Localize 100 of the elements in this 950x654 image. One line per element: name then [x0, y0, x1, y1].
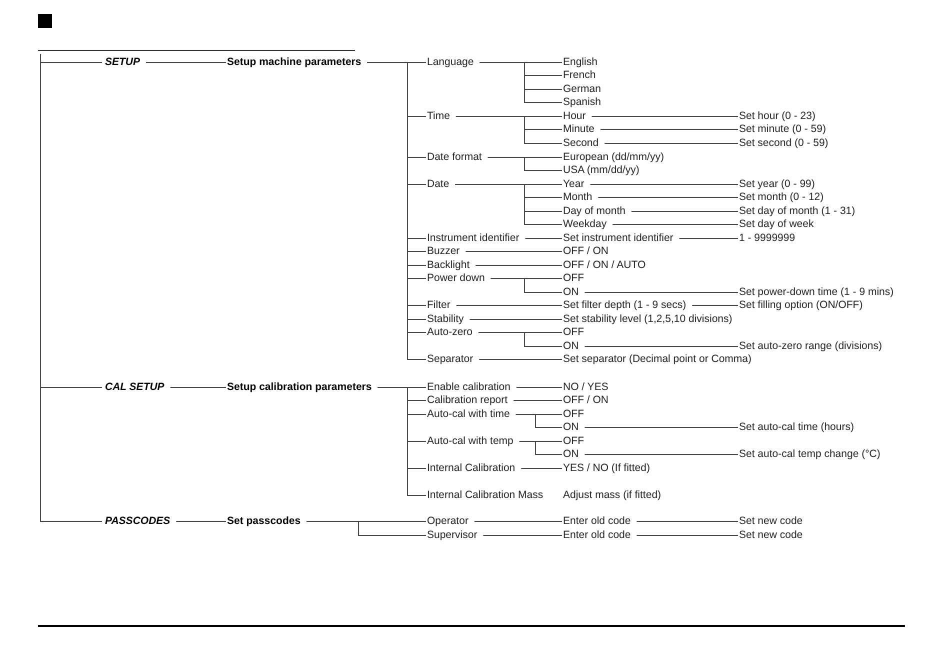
menu-item: French [563, 68, 596, 82]
menu-item: OFF [563, 272, 584, 284]
connector-line [469, 319, 562, 320]
connector-line [482, 535, 562, 536]
menu-item: Month [563, 190, 592, 204]
menu-item: Auto-zero [427, 326, 473, 338]
menu-item: Instrument identifier [427, 232, 520, 244]
menu-item: Year [563, 178, 584, 190]
menu-item: OFF / ON [563, 244, 608, 258]
menu-item: ON [563, 340, 579, 352]
menu-item: Set filling option (ON/OFF) [739, 298, 863, 312]
menu-item: Calibration report [427, 394, 508, 406]
menu-item: Date format [427, 150, 482, 164]
menu-item: Enter old code [563, 528, 631, 542]
menu-item: Buzzer [427, 244, 460, 258]
menu-heading: CAL SETUP [105, 380, 164, 394]
connector-line [474, 521, 562, 522]
menu-item: USA (mm/dd/yy) [563, 164, 640, 176]
connector-line [487, 157, 562, 171]
menu-item: Set second (0 - 59) [739, 136, 828, 150]
menu-item: Enable calibration [427, 380, 510, 394]
connector-line [584, 292, 738, 293]
connector-line [630, 211, 738, 212]
menu-item: 1 - 9999999 [739, 232, 796, 244]
menu-item: ON [563, 420, 579, 434]
menu-item: Set filter depth (1 - 9 secs) [563, 298, 686, 312]
menu-item: NO / YES [563, 380, 608, 394]
connector-line [524, 238, 562, 239]
menu-item: Set auto-zero range (divisions) [739, 340, 882, 352]
menu-item: Spanish [563, 96, 601, 108]
menu-item: OFF [563, 434, 584, 448]
menu-item: Day of month [563, 204, 626, 218]
connector-line [478, 359, 562, 360]
menu-item: Weekday [563, 218, 607, 230]
menu-item: Set new code [739, 514, 803, 528]
connector-line [455, 116, 562, 144]
menu-title: Setup machine parameters [227, 56, 362, 68]
menu-item: Second [563, 136, 599, 150]
connector-line [584, 346, 738, 347]
menu-item: ON [563, 286, 579, 298]
menu-item: Set new code [739, 528, 803, 542]
connector-line [584, 427, 738, 428]
connector-line [590, 184, 738, 185]
menu-item: Stability [427, 312, 464, 326]
menu-item: OFF / ON / AUTO [563, 258, 646, 272]
menu-item: Internal Calibration Mass [427, 488, 544, 502]
menu-item: Operator [427, 514, 468, 528]
menu-heading: SETUP [105, 56, 140, 68]
menu-item: Set instrument identifier [563, 232, 674, 244]
connector-line [604, 143, 738, 144]
connector-line [591, 116, 738, 117]
menu-item: European (dd/mm/yy) [563, 150, 664, 164]
menu-item: Auto-cal with time [427, 408, 510, 420]
menu-item: Set hour (0 - 23) [739, 110, 816, 122]
menu-item: Filter [427, 298, 450, 312]
menu-item: Set stability level (1,2,5,10 divisions) [563, 312, 732, 326]
menu-item: Minute [563, 122, 595, 136]
menu-item: Date [427, 178, 450, 190]
menu-item: Set power-down time (1 - 9 mins) [739, 286, 894, 298]
menu-item: Adjust mass (if fitted) [563, 488, 662, 502]
connector-line [40, 54, 102, 522]
menu-item: YES / NO (If fitted) [563, 462, 650, 474]
connector-line [475, 265, 562, 266]
connector-line [518, 441, 562, 455]
connector-line [598, 197, 738, 198]
connector-line [513, 400, 562, 401]
menu-item: English [563, 56, 598, 68]
menu-item: German [563, 82, 601, 96]
connector-line [454, 184, 562, 225]
menu-item: OFF [563, 408, 584, 420]
connector-line [170, 387, 226, 388]
connector-line [678, 238, 738, 239]
menu-item: Auto-cal with temp [427, 434, 514, 448]
connector-line [636, 535, 738, 536]
connector-line [377, 387, 426, 496]
menu-item: Hour [563, 110, 586, 122]
menu-item: Set month (0 - 12) [739, 190, 824, 204]
connector-line [515, 414, 562, 428]
menu-heading: PASSCODES [105, 514, 170, 528]
connector-line [176, 521, 226, 522]
menu-item: ON [563, 448, 579, 460]
connector-line [306, 521, 426, 536]
connector-line [520, 468, 562, 469]
menu-item: Power down [427, 272, 485, 284]
menu-item: Set separator (Decimal point or Comma) [563, 352, 752, 366]
connector-line [692, 305, 738, 306]
menu-item: Backlight [427, 258, 470, 272]
menu-item: Language [427, 56, 474, 68]
connector-line [636, 521, 738, 522]
menu-item: Separator [427, 352, 474, 366]
connector-line [478, 332, 562, 347]
connector-line [490, 278, 562, 293]
menu-title: Set passcodes [227, 514, 301, 528]
connector-line [465, 251, 562, 252]
menu-item: Set day of month (1 - 31) [739, 204, 856, 218]
menu-item: Supervisor [427, 528, 478, 542]
menu-item: Set day of week [739, 218, 814, 230]
menu-item: OFF / ON [563, 394, 608, 406]
connector-line [612, 224, 738, 225]
menu-item: Set auto-cal time (hours) [739, 420, 854, 434]
